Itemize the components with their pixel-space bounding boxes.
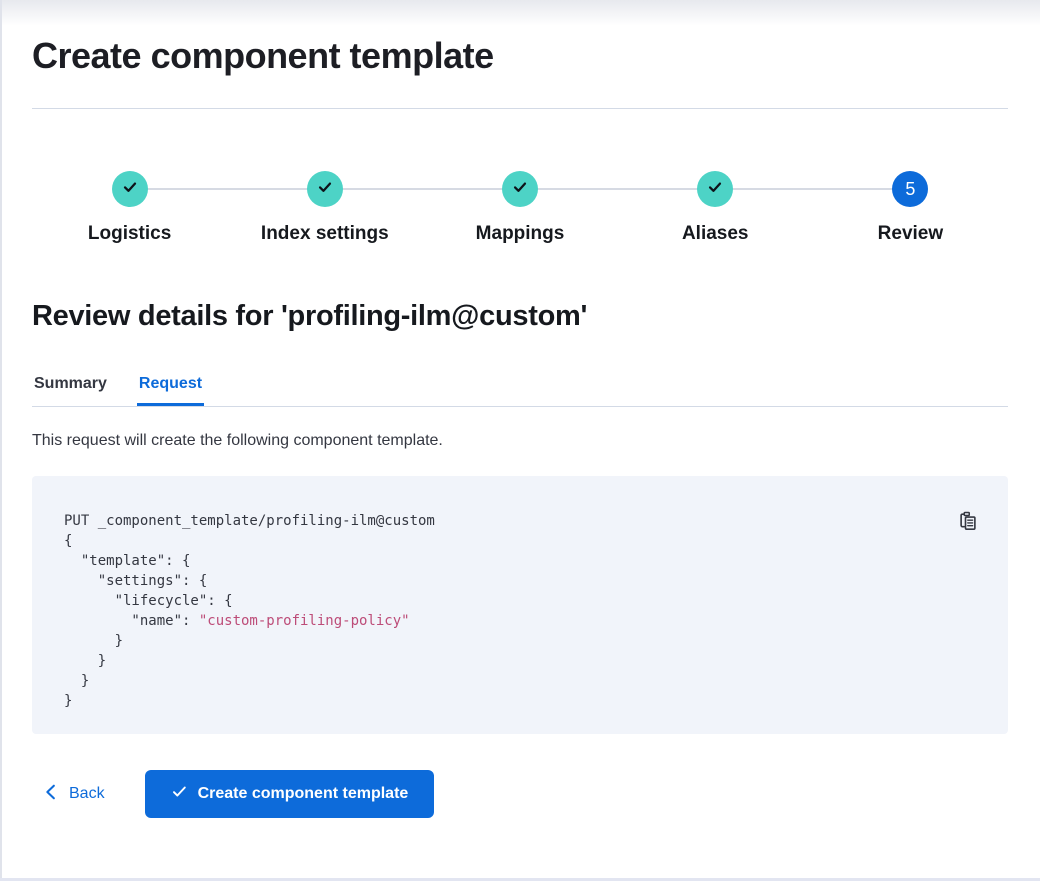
step-review[interactable]: 5 Review (732, 171, 1008, 245)
step-circle-current[interactable]: 5 (892, 171, 929, 207)
copy-clipboard-icon (958, 511, 978, 534)
code-content: PUT _component_template/profiling-ilm@cu… (64, 511, 976, 711)
step-connector (732, 188, 894, 190)
step-label: Review (877, 223, 944, 244)
back-label: Back (69, 785, 105, 802)
step-logistics[interactable]: Logistics (32, 171, 227, 245)
check-icon (316, 178, 334, 201)
check-icon (511, 178, 529, 201)
step-circle-complete[interactable] (502, 171, 538, 207)
submit-label: Create component template (197, 785, 409, 802)
panel-left-border (0, 0, 2, 881)
step-mappings[interactable]: Mappings (341, 171, 617, 245)
request-code-block: PUT _component_template/profiling-ilm@cu… (32, 476, 1008, 734)
check-icon (121, 178, 139, 201)
code-line: } (64, 633, 124, 649)
code-line: } (64, 673, 90, 689)
code-line: { (64, 533, 73, 549)
create-component-template-button[interactable]: Create component template (144, 770, 435, 818)
step-label: Logistics (87, 223, 172, 244)
step-connector (146, 188, 308, 190)
tab-request[interactable]: Request (137, 375, 204, 406)
check-icon (706, 178, 724, 201)
code-line: "name": "custom-profiling-policy" (64, 613, 410, 629)
page-title: Create component template (32, 35, 494, 76)
code-line: "template": { (64, 553, 191, 569)
step-circle-complete[interactable] (111, 171, 148, 207)
step-label: Mappings (475, 223, 565, 244)
tab-summary[interactable]: Summary (34, 375, 107, 392)
check-icon (171, 783, 188, 805)
step-connector (341, 188, 504, 190)
code-line: "settings": { (64, 573, 208, 589)
code-line: PUT _component_template/profiling-ilm@cu… (64, 513, 435, 529)
wizard-footer: Back Create component template (32, 770, 1008, 818)
create-component-template-page: Create component template Logistics Inde… (32, 35, 1008, 818)
review-tabs: Summary Request (32, 375, 1008, 407)
step-label: Index settings (260, 223, 389, 244)
step-index-settings[interactable]: Index settings (146, 171, 422, 245)
wizard-step-indicator: Logistics Index settings Mappings (32, 171, 1008, 245)
copy-to-clipboard-button[interactable] (954, 508, 982, 536)
code-line: } (64, 653, 107, 669)
code-line: } (64, 693, 73, 709)
step-connector (537, 188, 699, 190)
panel-bottom-border (0, 878, 1040, 881)
step-circle-complete[interactable] (306, 171, 343, 207)
code-line: "lifecycle": { (64, 593, 233, 609)
request-description: This request will create the following c… (32, 432, 443, 449)
step-label: Aliases (681, 223, 749, 244)
step-aliases[interactable]: Aliases (537, 171, 813, 245)
back-button[interactable]: Back (44, 784, 105, 805)
title-divider (32, 108, 1008, 109)
review-heading: Review details for 'profiling-ilm@custom… (32, 300, 588, 332)
chevron-left-icon (44, 784, 58, 805)
step-circle-complete[interactable] (697, 171, 734, 207)
